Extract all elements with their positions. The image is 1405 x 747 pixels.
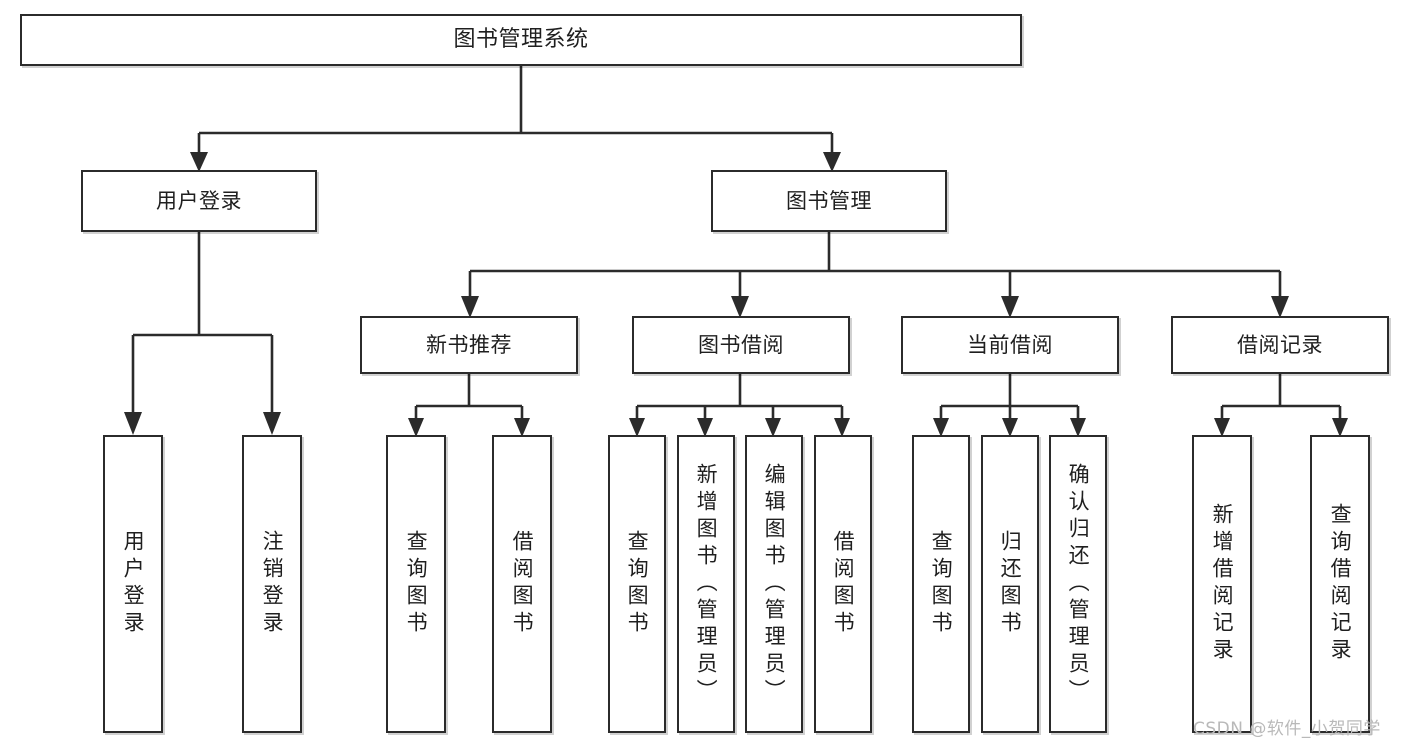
- node-label: 查询图书: [929, 530, 954, 638]
- leaf-return-book[interactable]: 归还图书: [981, 435, 1039, 733]
- node-label: 当前借阅: [967, 332, 1053, 357]
- node-label: 借阅图书: [831, 530, 856, 638]
- node-label: 注销登录: [260, 530, 285, 638]
- node-current-borrow[interactable]: 当前借阅: [901, 316, 1119, 374]
- node-label: 图书管理系统: [453, 27, 589, 53]
- leaf-logout-login[interactable]: 注销登录: [242, 435, 302, 733]
- leaf-confirm-return-admin[interactable]: 确认归还（管理员）: [1049, 435, 1107, 733]
- node-book-management[interactable]: 图书管理: [711, 170, 947, 232]
- node-label: 新书推荐: [426, 332, 512, 357]
- leaf-query-borrow-record[interactable]: 查询借阅记录: [1310, 435, 1370, 733]
- node-borrow-record[interactable]: 借阅记录: [1171, 316, 1389, 374]
- node-book-borrow[interactable]: 图书借阅: [632, 316, 850, 374]
- leaf-query-book-recommend[interactable]: 查询图书: [386, 435, 446, 733]
- leaf-edit-book-admin[interactable]: 编辑图书（管理员）: [745, 435, 803, 733]
- leaf-add-borrow-record[interactable]: 新增借阅记录: [1192, 435, 1252, 733]
- node-label: 新增借阅记录: [1210, 503, 1235, 665]
- node-label: 借阅记录: [1237, 332, 1323, 357]
- leaf-add-book-admin[interactable]: 新增图书（管理员）: [677, 435, 735, 733]
- node-new-book-recommend[interactable]: 新书推荐: [360, 316, 578, 374]
- node-label: 图书借阅: [698, 332, 784, 357]
- node-label: 确认归还（管理员）: [1066, 462, 1091, 706]
- node-root-book-management-system[interactable]: 图书管理系统: [20, 14, 1022, 66]
- leaf-borrow-book-recommend[interactable]: 借阅图书: [492, 435, 552, 733]
- leaf-query-book-borrow[interactable]: 查询图书: [608, 435, 666, 733]
- node-label: 新增图书（管理员）: [694, 462, 719, 706]
- node-label: 查询图书: [404, 530, 429, 638]
- node-label: 图书管理: [786, 188, 872, 213]
- leaf-query-book-current[interactable]: 查询图书: [912, 435, 970, 733]
- node-label: 归还图书: [998, 530, 1023, 638]
- node-label: 查询图书: [625, 530, 650, 638]
- node-label: 用户登录: [121, 530, 146, 638]
- leaf-user-login[interactable]: 用户登录: [103, 435, 163, 733]
- node-label: 查询借阅记录: [1328, 503, 1353, 665]
- node-user-login[interactable]: 用户登录: [81, 170, 317, 232]
- node-label: 编辑图书（管理员）: [762, 462, 787, 706]
- node-label: 用户登录: [156, 188, 242, 213]
- csdn-watermark: CSDN @软件_小贺同学: [1193, 719, 1381, 739]
- node-label: 借阅图书: [510, 530, 535, 638]
- leaf-borrow-book-borrow[interactable]: 借阅图书: [814, 435, 872, 733]
